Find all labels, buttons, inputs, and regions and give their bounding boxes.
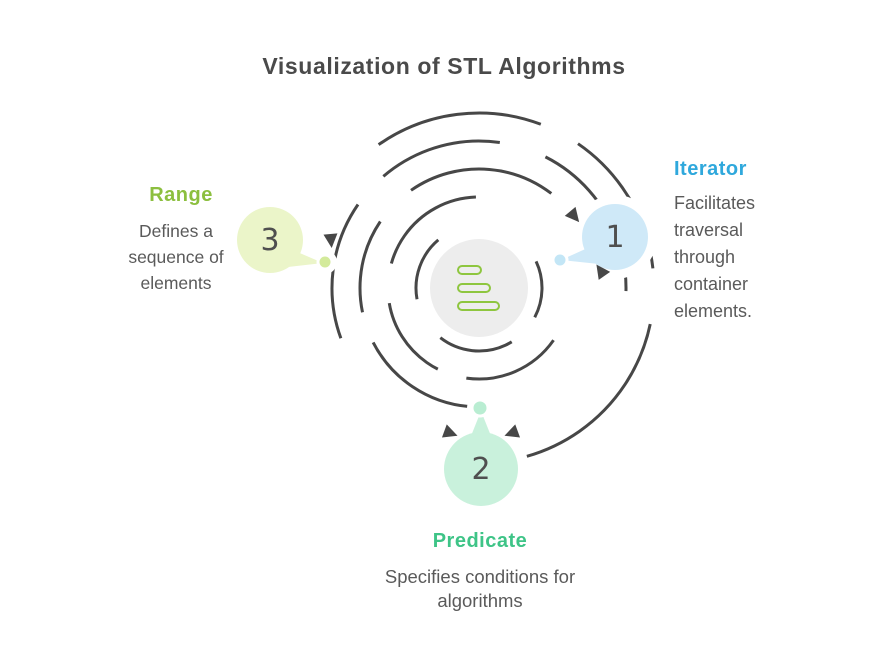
node-number: 3	[260, 222, 280, 258]
orbit-arrowheads	[323, 206, 611, 438]
node-number: 1	[605, 219, 625, 255]
orbit-dots	[316, 251, 569, 418]
node-bubble-range: 3	[237, 207, 303, 273]
page-title: Visualization of STL Algorithms	[262, 53, 626, 79]
label-predicate: Predicate	[432, 530, 528, 552]
node-bubble-predicate: 2	[444, 432, 518, 506]
iterator-dot	[551, 251, 569, 269]
predicate-dot	[470, 398, 490, 418]
description-predicate: Specifies conditions for algorithms	[384, 566, 576, 611]
node-number: 2	[471, 451, 491, 487]
sorted-bar-large	[457, 301, 500, 311]
label-iterator: Iterator	[674, 158, 747, 180]
description-iterator: Facilitates traversal through container …	[674, 193, 756, 321]
range-dot	[316, 253, 334, 271]
label-range: Range	[149, 184, 213, 206]
node-bubble-iterator: 1	[582, 204, 648, 270]
center-circle	[430, 239, 528, 337]
sorted-bar-small	[457, 265, 482, 275]
description-range: Defines a sequence of elements	[128, 221, 224, 293]
sorted-bar-medium	[457, 283, 491, 293]
